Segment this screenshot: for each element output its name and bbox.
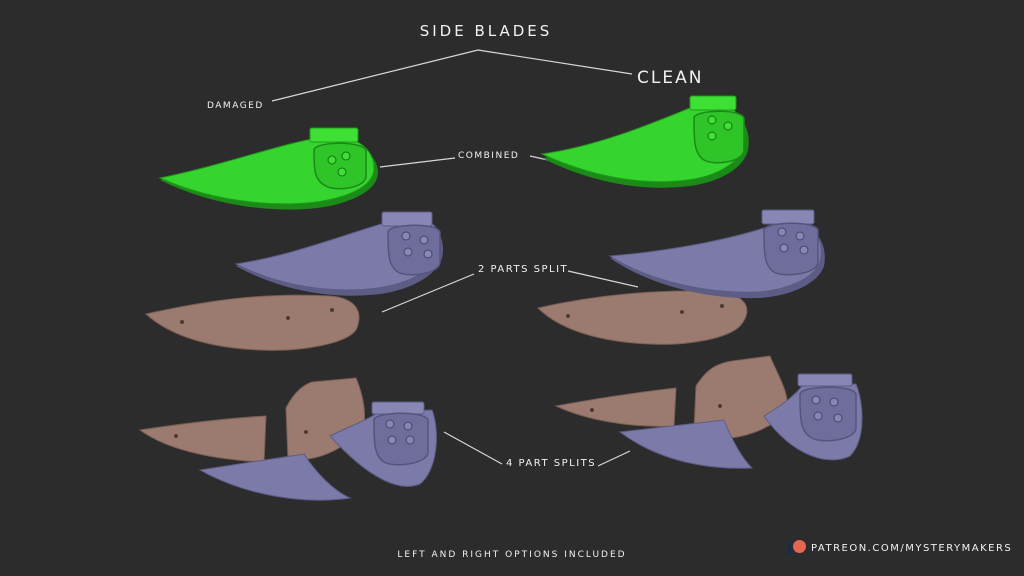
two-part-clean-set (537, 209, 825, 345)
combined-clean-blade (540, 95, 749, 188)
page-title: SIDE BLADES (419, 22, 553, 40)
callout-lines (271, 49, 639, 467)
patreon-link[interactable]: PATREON.COM/MYSTERYMAKERS (788, 538, 1012, 558)
four-part-right-line (597, 450, 631, 467)
title-callout-line (271, 49, 633, 102)
footer-caption: LEFT AND RIGHT OPTIONS INCLUDED (397, 550, 627, 560)
two-part-damaged-set (144, 211, 444, 351)
combined-left-line (379, 157, 456, 168)
four-part-splits-label: 4 PART SPLITS (506, 458, 597, 469)
four-part-clean-set (554, 355, 863, 469)
patreon-logo-icon (788, 539, 806, 557)
damaged-label: DAMAGED (207, 101, 264, 111)
two-parts-split-label: 2 PARTS SPLIT (478, 264, 569, 275)
four-part-left-line (443, 431, 503, 465)
patreon-url[interactable]: PATREON.COM/MYSTERYMAKERS (811, 542, 1013, 554)
four-part-damaged-set (138, 377, 437, 501)
two-part-right-line (567, 270, 639, 288)
two-part-left-line (381, 273, 475, 313)
clean-label: CLEAN (637, 68, 704, 88)
combined-label: COMBINED (458, 151, 520, 161)
combined-damaged-blade (158, 127, 378, 210)
